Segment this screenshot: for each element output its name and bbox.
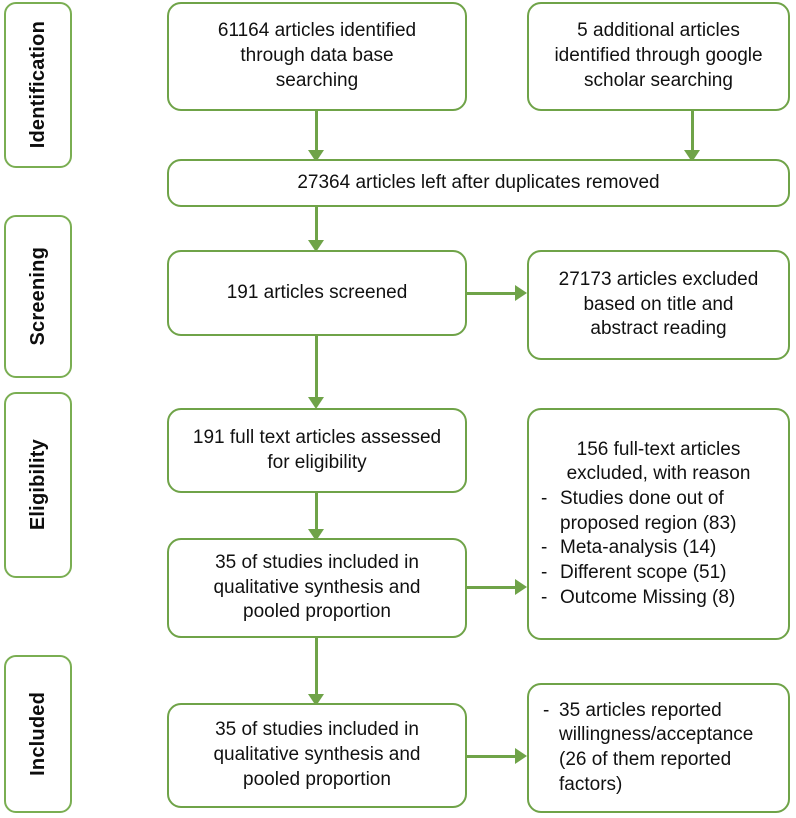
box-excluded-title-abstract: 27173 articles excluded based on title a…	[527, 250, 790, 360]
arrow-right-icon-included2-to-reported	[515, 748, 527, 764]
box-excluded-with-reason: 156 full-text articles excluded, with re…	[527, 408, 790, 640]
included-qualitative-2-line-1: 35 of studies included in	[215, 719, 419, 741]
stage-box-eligibility: Eligibility	[4, 392, 72, 578]
reason-dash-3: -	[541, 586, 548, 608]
reported-outcomes-line-3: (26 of them reported	[559, 749, 732, 770]
full-text-assessed-line-2: for eligibility	[267, 451, 367, 473]
excluded-title-abstract-line-2: based on title and	[583, 293, 734, 315]
reported-outcomes-line-4: factors)	[559, 773, 623, 795]
arrow-down-icon-duplicates-to-screened	[308, 240, 324, 252]
full-text-assessed-line-1: 191 full text articles assessed	[192, 426, 442, 448]
box-included-qualitative: 35 of studies included in qualitative sy…	[167, 538, 467, 638]
arrow-right-icon-included-to-reasons	[515, 579, 527, 595]
connector-line-duplicates-to-screened	[315, 207, 318, 245]
reported-outcomes-line-1-wrap: - 35 articles reported	[543, 699, 774, 724]
connector-line-screened-to-excluded	[467, 292, 517, 295]
box-database-search: 61164 articles identified through data b…	[167, 2, 467, 111]
excluded-with-reason-head-1: 156 full-text articles	[576, 438, 741, 460]
connector-line-fulltext-to-included	[315, 493, 318, 535]
stage-box-identification: Identification	[4, 2, 72, 168]
stage-label-included: Included	[26, 692, 49, 776]
reason-0-line-2: proposed region (83)	[560, 512, 737, 534]
exclusion-reason-item: - Studies done out of proposed region (8…	[541, 487, 776, 536]
reason-1-line-1: Meta-analysis (14)	[560, 537, 717, 559]
duplicates-removed-line-1: 27364 articles left after duplicates rem…	[297, 171, 660, 193]
box-additional-search: 5 additional articles identified through…	[527, 2, 790, 111]
reason-dash-2: -	[541, 562, 548, 584]
articles-screened-line-1: 191 articles screened	[226, 281, 408, 303]
reason-2-line-1: Different scope (51)	[560, 562, 727, 584]
reported-outcomes-line-1: 35 articles reported	[559, 699, 722, 721]
database-search-line-3: searching	[275, 69, 359, 91]
connector-line-included-to-reasons	[467, 586, 517, 589]
connector-line-included-to-included2	[315, 638, 318, 700]
box-reported-outcomes: - 35 articles reported willingness/accep…	[527, 683, 790, 813]
box-full-text-assessed: 191 full text articles assessed for elig…	[167, 408, 467, 493]
reported-outcomes-line-2: willingness/acceptance	[559, 724, 754, 746]
included-qualitative-2-line-3: pooled proportion	[243, 768, 391, 790]
reason-0-line-1: Studies done out of	[560, 487, 724, 509]
reason-3-line-1: Outcome Missing (8)	[560, 586, 736, 608]
reason-dash-0: -	[541, 487, 548, 509]
exclusion-reason-item: - Different scope (51)	[541, 561, 776, 586]
excluded-title-abstract-line-3: abstract reading	[590, 318, 727, 340]
database-search-line-1: 61164 articles identified	[217, 20, 417, 42]
stage-box-included: Included	[4, 655, 72, 813]
box-duplicates-removed: 27364 articles left after duplicates rem…	[167, 159, 790, 207]
stage-label-screening: Screening	[26, 247, 49, 346]
box-included-qualitative-2: 35 of studies included in qualitative sy…	[167, 703, 467, 808]
database-search-line-2: through data base	[240, 45, 394, 67]
arrow-down-icon-screened-to-fulltext	[308, 397, 324, 409]
additional-search-line-2: identified through google	[554, 45, 763, 67]
included-qualitative-line-2: qualitative synthesis and	[213, 576, 421, 598]
connector-line-additional-to-duplicates	[691, 111, 694, 155]
stage-label-eligibility: Eligibility	[26, 439, 49, 531]
excluded-with-reason-head-2: excluded, with reason	[566, 463, 751, 485]
arrow-right-icon-screened-to-excluded	[515, 285, 527, 301]
excluded-title-abstract-line-1: 27173 articles excluded	[558, 268, 759, 290]
additional-search-line-1: 5 additional articles	[577, 20, 740, 42]
reason-dash-1: -	[541, 537, 548, 559]
exclusion-reason-list: - Studies done out of proposed region (8…	[541, 487, 776, 610]
stage-box-screening: Screening	[4, 215, 72, 378]
connector-line-screened-to-fulltext	[315, 336, 318, 402]
additional-search-line-3: scholar searching	[584, 69, 733, 91]
exclusion-reason-item: - Meta-analysis (14)	[541, 536, 776, 561]
exclusion-reason-item: - Outcome Missing (8)	[541, 586, 776, 611]
reported-outcomes-dash: -	[543, 699, 550, 721]
box-articles-screened: 191 articles screened	[167, 250, 467, 336]
included-qualitative-line-3: pooled proportion	[243, 601, 391, 623]
connector-line-included2-to-reported	[467, 755, 517, 758]
included-qualitative-2-line-2: qualitative synthesis and	[213, 744, 421, 766]
connector-line-database-to-duplicates	[315, 111, 318, 155]
included-qualitative-line-1: 35 of studies included in	[215, 551, 419, 573]
stage-label-identification: Identification	[26, 21, 49, 149]
